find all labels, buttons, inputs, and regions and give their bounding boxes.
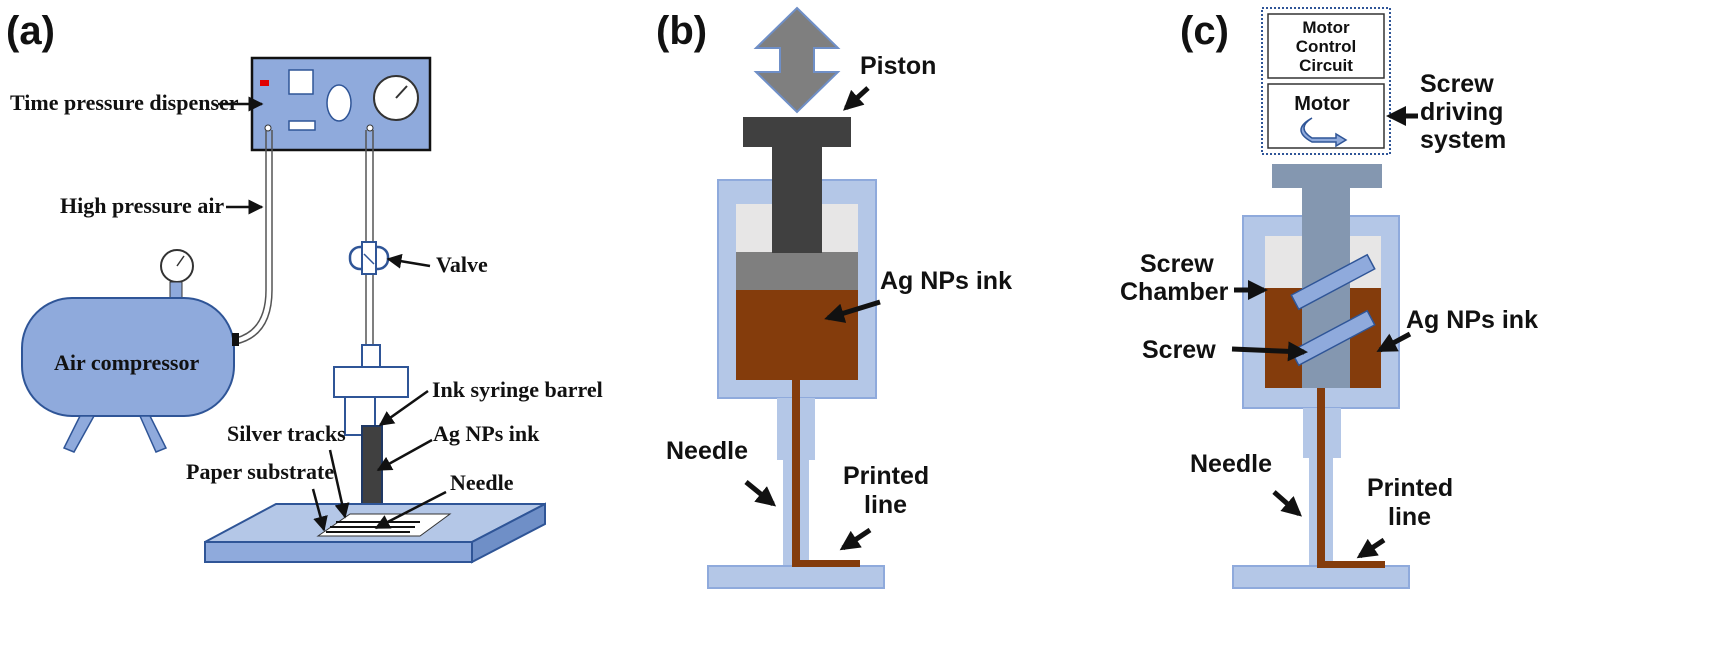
label-screw-driving-3: system bbox=[1420, 126, 1506, 154]
printing-substrate bbox=[1232, 565, 1410, 589]
panel-b-label: (b) bbox=[656, 9, 707, 53]
piston-plunger bbox=[736, 252, 858, 290]
substrate-platform bbox=[204, 502, 546, 564]
label-needle: Needle bbox=[1190, 450, 1272, 478]
label-motor: Motor bbox=[1294, 93, 1350, 115]
label-ag-nps-ink: Ag NPs ink bbox=[1406, 306, 1538, 334]
label-motor-control-3: Circuit bbox=[1299, 56, 1353, 75]
label-line: line bbox=[864, 491, 907, 519]
label-paper-substrate: Paper substrate bbox=[186, 459, 334, 484]
label-high-pressure-air: High pressure air bbox=[60, 193, 224, 218]
screw-flight bbox=[1290, 253, 1376, 311]
rotation-arrow-icon bbox=[1300, 117, 1348, 148]
panel-c: (c) Motor Control Circuit Motor Screw dr… bbox=[1120, 7, 1538, 589]
air-compressor bbox=[21, 249, 239, 453]
label-motor-control-2: Control bbox=[1296, 37, 1356, 56]
label-screw: Screw bbox=[1142, 336, 1216, 364]
display-window bbox=[288, 69, 314, 95]
label-needle: Needle bbox=[450, 470, 514, 495]
panel-a-label: (a) bbox=[6, 9, 55, 53]
piston-head bbox=[743, 117, 851, 147]
panel-b: (b) Piston Ag NPs ink Needle Printed lin… bbox=[656, 6, 1012, 589]
panel-a: (a) bbox=[6, 9, 603, 564]
label-ag-nps-ink: Ag NPs ink bbox=[433, 421, 540, 446]
high-pressure-hose bbox=[235, 130, 267, 339]
time-pressure-dispenser bbox=[250, 56, 432, 152]
label-ink-syringe-barrel: Ink syringe barrel bbox=[432, 377, 603, 402]
piston-motion-arrow-icon bbox=[753, 6, 841, 114]
printed-line bbox=[792, 560, 860, 567]
label-ag-nps-ink: Ag NPs ink bbox=[880, 267, 1012, 295]
button-slot bbox=[288, 120, 316, 131]
label-printed: Printed bbox=[843, 462, 929, 490]
label-screw-chamber-2: Chamber bbox=[1120, 278, 1229, 306]
motor-coupling bbox=[1272, 164, 1382, 188]
label-dispenser: Time pressure dispenser bbox=[10, 90, 239, 115]
printed-line bbox=[1317, 561, 1385, 568]
label-screw-driving-2: driving bbox=[1420, 98, 1503, 126]
label-printed: Printed bbox=[1367, 474, 1453, 502]
label-screw-chamber-1: Screw bbox=[1140, 250, 1214, 278]
label-motor-control-1: Motor bbox=[1302, 18, 1350, 37]
label-line: line bbox=[1388, 503, 1431, 531]
label-needle: Needle bbox=[666, 437, 748, 465]
screw-driving-system-box bbox=[1261, 7, 1391, 155]
indicator-light bbox=[260, 80, 269, 86]
label-screw-driving-1: Screw bbox=[1420, 70, 1494, 98]
printing-substrate bbox=[707, 565, 885, 589]
motor-control-circuit-box bbox=[1267, 13, 1385, 79]
label-piston: Piston bbox=[860, 52, 936, 80]
ink-reservoir bbox=[736, 290, 858, 380]
label-air-compressor: Air compressor bbox=[54, 350, 199, 375]
piston-rod bbox=[772, 147, 822, 253]
ink-channel bbox=[1317, 388, 1325, 568]
panel-c-label: (c) bbox=[1180, 9, 1229, 53]
dial-small bbox=[326, 84, 352, 122]
label-valve: Valve bbox=[436, 252, 488, 277]
label-silver-tracks: Silver tracks bbox=[227, 421, 346, 446]
valve-icon bbox=[348, 241, 390, 275]
ink-channel bbox=[792, 380, 800, 568]
